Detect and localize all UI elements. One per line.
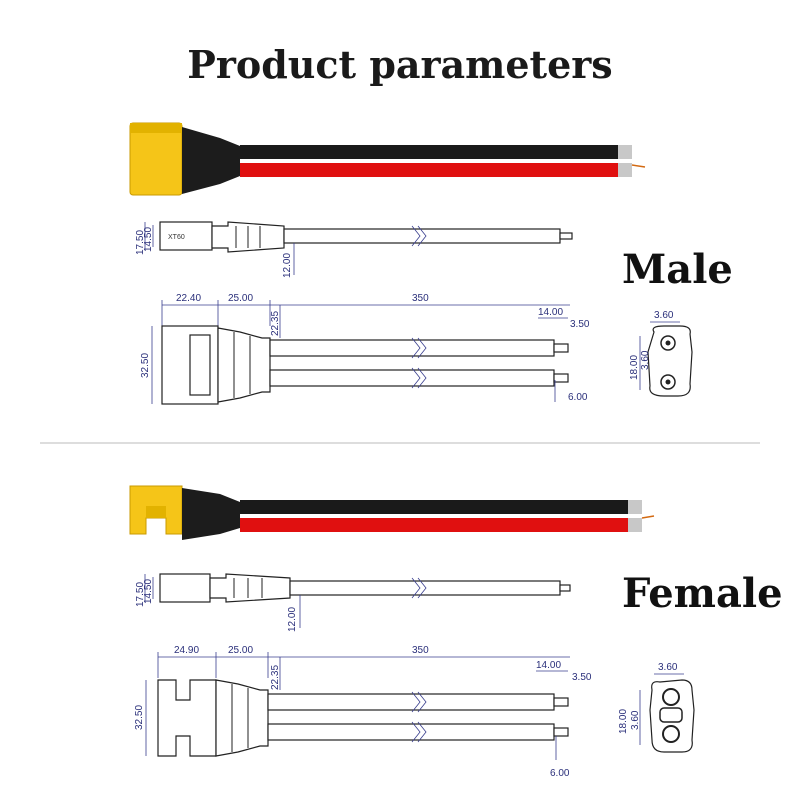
- male-side-height-outer: 17.50: [135, 230, 146, 255]
- male-top-boot-height-dim: 22.35: [270, 311, 281, 336]
- male-top-body-inner: [189, 334, 211, 396]
- female-black-wire: [240, 500, 630, 514]
- male-face-drawing: 3.60 18.00 3.60: [629, 310, 693, 397]
- female-top-wire-lower: [267, 723, 555, 741]
- male-red-wire-tip: [618, 163, 632, 177]
- female-side-height-outer: 17.50: [135, 582, 146, 607]
- male-top-body-dim: 22.40: [176, 293, 201, 304]
- female-face-pitch-dim: 3.60: [658, 662, 678, 673]
- female-top-tip-dim: 3.50: [572, 672, 592, 683]
- male-top-drawing: 22.40 25.00 350 32.50 22.35 14.00 3.50: [140, 293, 590, 405]
- male-face-pin-dim: 3.60: [640, 350, 651, 370]
- female-top-wire-upper: [267, 693, 555, 711]
- female-top-body: [157, 679, 217, 757]
- female-top-width-dim: 32.50: [134, 705, 145, 730]
- male-strand: [631, 164, 646, 168]
- female-top-drawing: 24.90 25.00 350 32.50 22.35 14.00 3.50: [134, 645, 592, 779]
- female-top-break: [411, 691, 427, 743]
- female-side-boot: [209, 573, 291, 603]
- female-top-boot-height-dim: 22.35: [270, 665, 281, 690]
- male-top-width-dim: 32.50: [140, 353, 151, 378]
- male-connector-body: [129, 122, 183, 196]
- male-face-pin-core: [665, 340, 671, 346]
- male-red-wire: [240, 163, 620, 177]
- male-cable-photo: [129, 122, 646, 196]
- male-face-pin-core: [665, 379, 671, 385]
- female-top-wire-tip-lower: [553, 727, 569, 737]
- female-side-wire-tip: [559, 584, 571, 592]
- female-label: Female: [622, 570, 783, 617]
- male-side-boot-dim: 12.00: [282, 253, 293, 278]
- female-top-strip-dim: 14.00: [536, 660, 561, 671]
- page-title: Product parameters: [187, 42, 613, 87]
- female-top-wire-tip-upper: [553, 697, 569, 707]
- female-top-wire-dim: 350: [412, 645, 429, 656]
- male-face-height-dim: 18.00: [629, 355, 640, 380]
- female-face-center: [659, 707, 683, 723]
- male-top-wire-lower: [269, 369, 555, 387]
- male-top-boot: [217, 327, 271, 403]
- female-red-wire: [240, 518, 630, 532]
- female-black-wire-tip: [628, 500, 642, 514]
- male-connector-top: [130, 123, 182, 133]
- female-red-wire-tip: [628, 518, 642, 532]
- female-connector-notch: [146, 506, 166, 518]
- female-cable-photo: [129, 485, 655, 540]
- male-top-wire-upper: [269, 339, 555, 357]
- male-top-wire-dim: 350: [412, 293, 429, 304]
- female-face-pin-dim: 3.60: [630, 710, 641, 730]
- female-top-body-dim: 24.90: [174, 645, 199, 656]
- male-black-wire-tip: [618, 145, 632, 159]
- male-label: Male: [622, 246, 733, 293]
- male-face-outline: [647, 325, 693, 397]
- female-top-boot-dim: 25.00: [228, 645, 253, 656]
- female-side-boot-dim: 12.00: [287, 607, 298, 632]
- male-top-wire-tip-upper: [553, 343, 569, 353]
- female-strand: [641, 515, 655, 519]
- male-face-pitch-dim: 3.60: [654, 310, 674, 321]
- female-face-socket: [662, 725, 680, 743]
- male-side-body-text: XT60: [168, 234, 185, 241]
- male-side-break: [411, 225, 427, 247]
- female-side-drawing: 17.50 14.50 12.00: [135, 573, 571, 632]
- female-face-height-dim: 18.00: [618, 709, 629, 734]
- female-side-break: [411, 577, 427, 599]
- female-side-body: [159, 573, 211, 603]
- female-face-drawing: 3.60 18.00 3.60: [618, 662, 695, 753]
- male-top-gap-dim: 6.00: [568, 392, 588, 403]
- male-side-height-inner: 14.50: [143, 227, 154, 252]
- female-top-gap-dim: 6.00: [550, 768, 570, 779]
- male-black-wire: [240, 145, 620, 159]
- male-top-tip-dim: 3.50: [570, 319, 590, 330]
- male-top-strip-dim: 14.00: [538, 307, 563, 318]
- male-side-wire-tip: [559, 232, 573, 240]
- female-side-height-inner: 14.50: [143, 579, 154, 604]
- male-boot: [182, 127, 240, 194]
- male-top-wire-tip-lower: [553, 373, 569, 383]
- female-side-wire: [289, 580, 561, 596]
- female-top-boot: [215, 679, 269, 757]
- male-top-boot-dim: 25.00: [228, 293, 253, 304]
- male-side-drawing: XT60 17.50 14.50 12.00: [135, 221, 573, 278]
- female-face-socket: [662, 688, 680, 706]
- male-top-break: [411, 337, 427, 389]
- female-boot: [182, 488, 240, 540]
